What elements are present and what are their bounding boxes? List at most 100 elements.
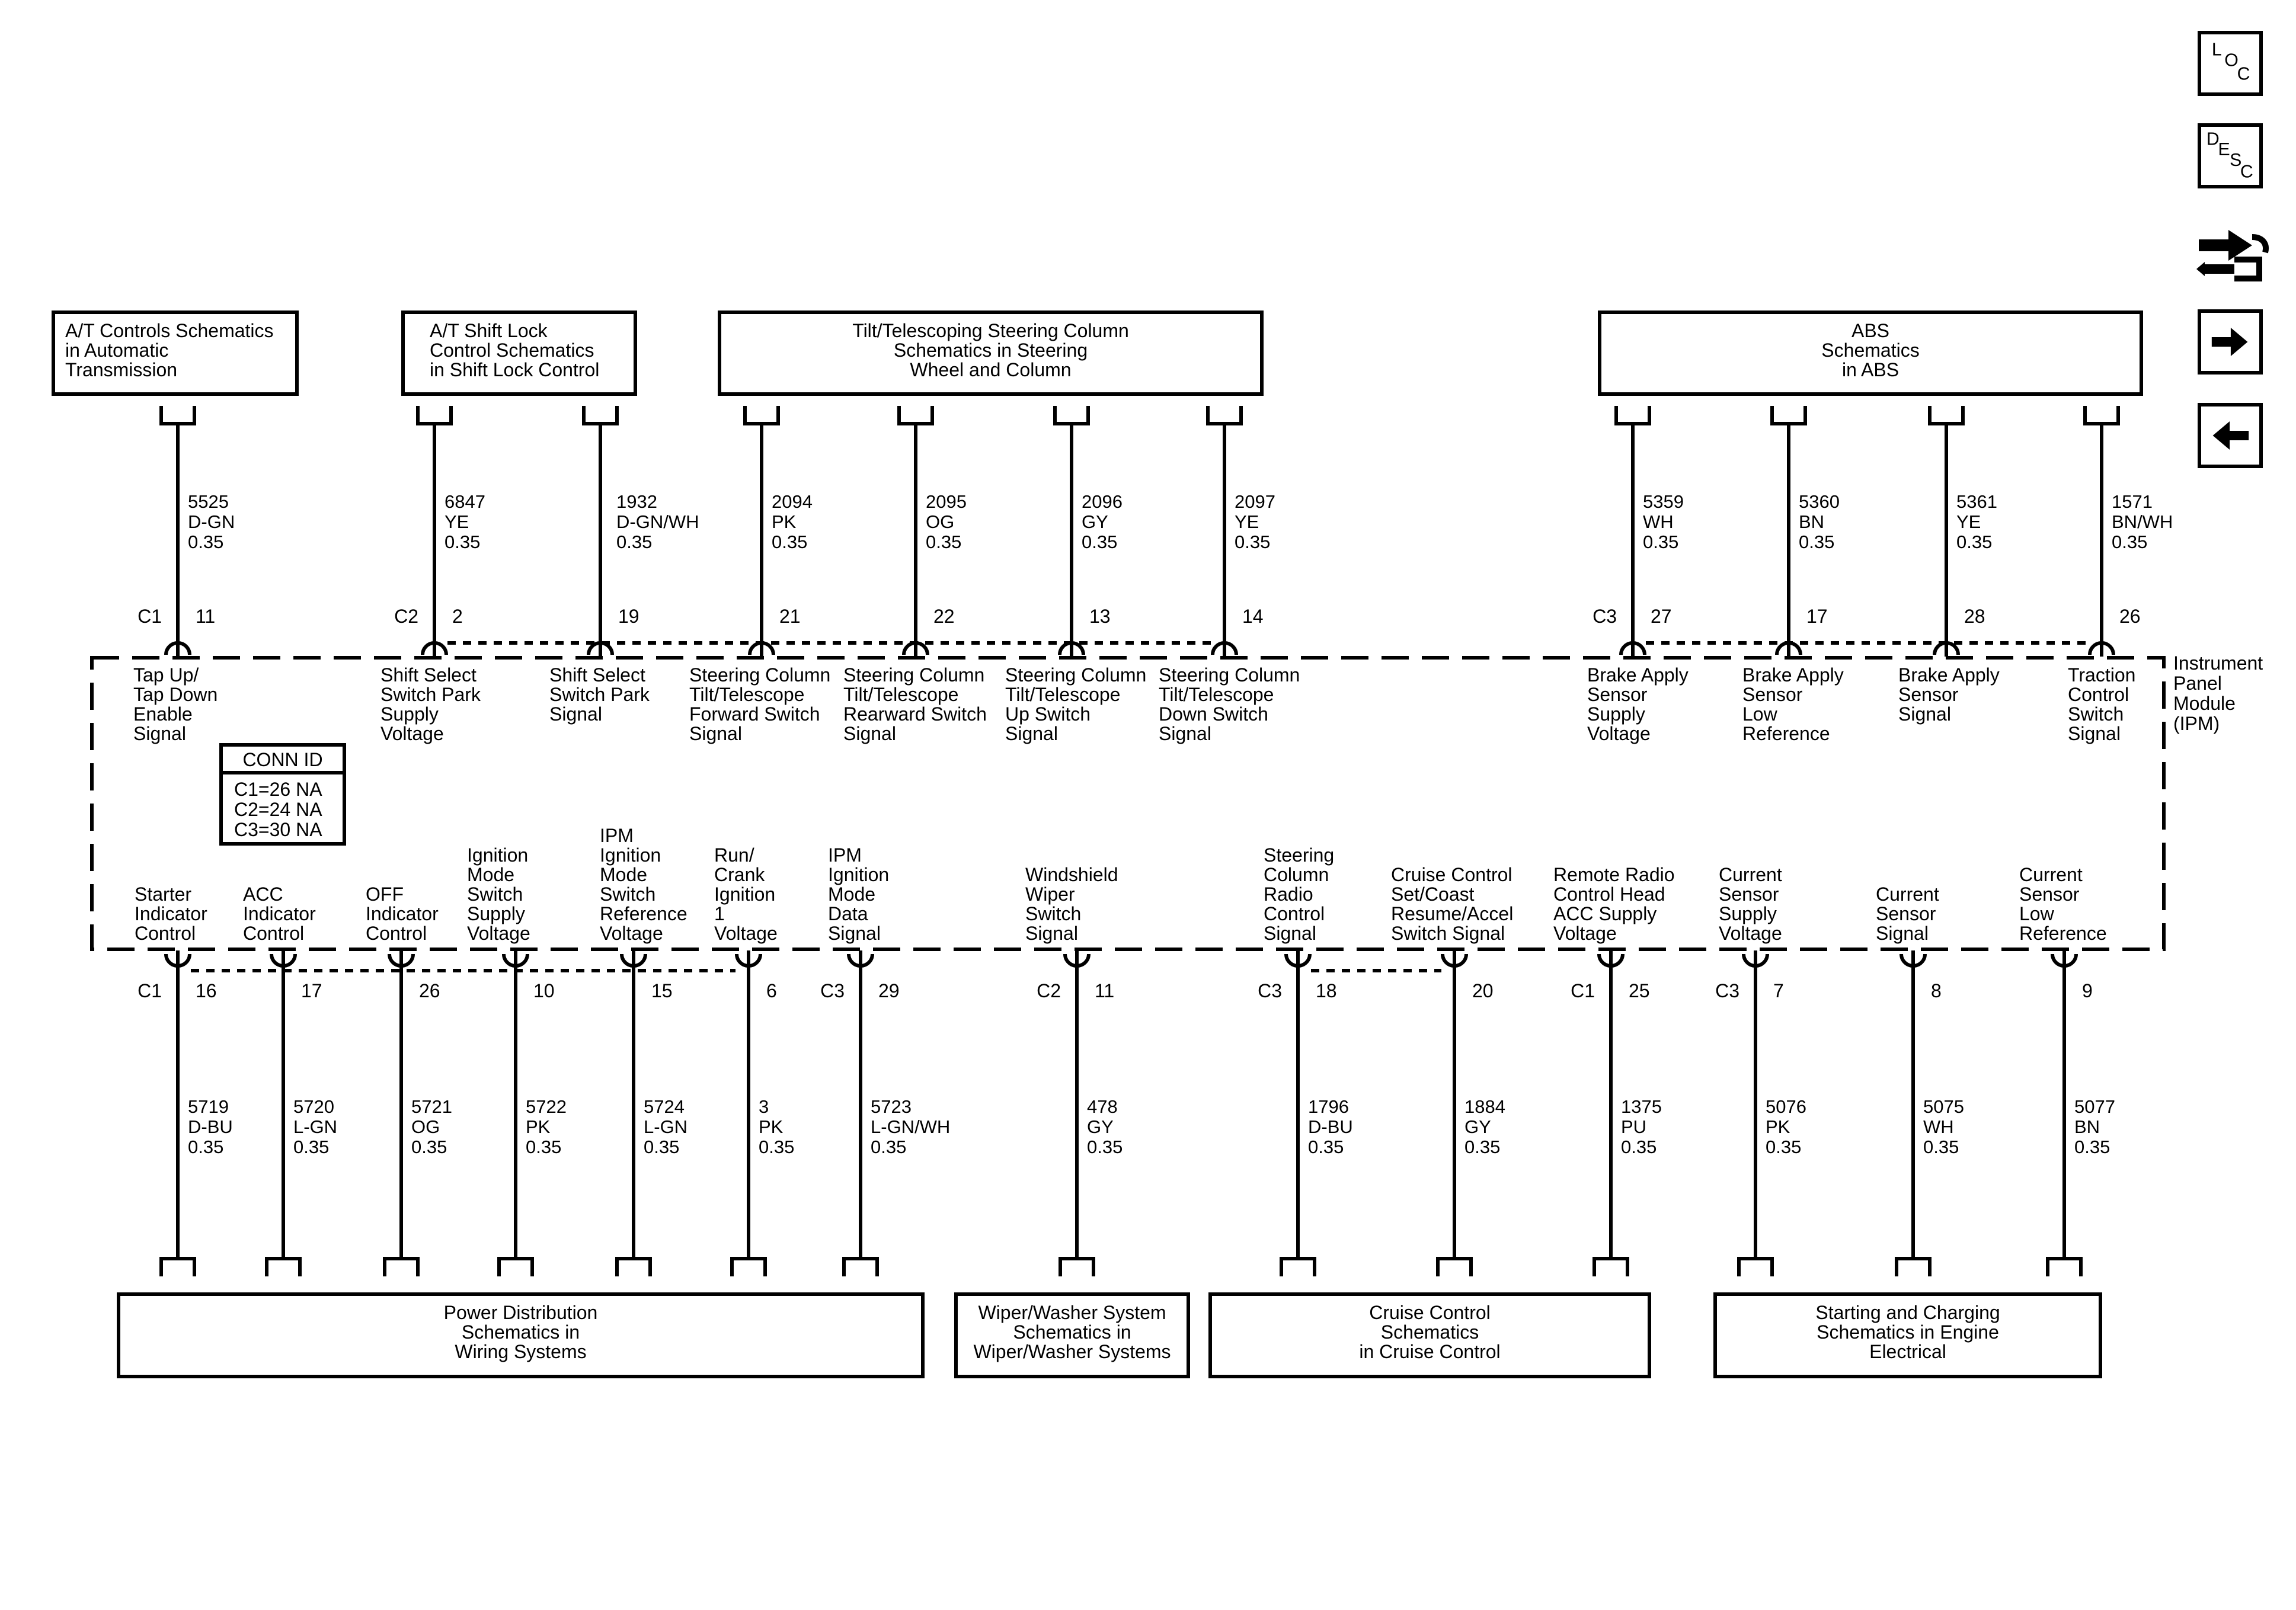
signal-label-line: Data — [828, 903, 868, 924]
pin-number: 20 — [1472, 980, 1494, 1001]
signal-label-line: Ignition — [828, 864, 889, 885]
signal-label-line: Voltage — [1553, 923, 1617, 944]
wire-color: BN — [1799, 511, 1824, 532]
wire-gauge: 0.35 — [616, 532, 652, 552]
wire-color: YE — [1235, 511, 1259, 532]
box-text-line: in ABS — [1842, 359, 1899, 380]
pin-number: 8 — [1931, 980, 1942, 1001]
pin-number: 22 — [933, 606, 955, 627]
wire-color: BN/WH — [2112, 511, 2173, 532]
wire-circuit-number: 5077 — [2074, 1096, 2115, 1117]
wire-color: OG — [411, 1116, 440, 1137]
signal-label-line: Indicator — [135, 903, 207, 924]
loc-letter-2: O — [2224, 50, 2239, 70]
connector-id: C2 — [394, 606, 418, 627]
box-text-line: Wiper/Washer System — [978, 1302, 1166, 1323]
bottom-wire-5722: 5722PK0.3510IgnitionModeSwitchSupplyVolt… — [467, 844, 567, 1276]
box-text-line: Schematics in — [462, 1321, 580, 1343]
signal-label-line: Sensor — [1898, 684, 1959, 705]
connector-id: C3 — [1593, 606, 1617, 627]
pin-number: 11 — [196, 606, 215, 627]
wire-color: PK — [1766, 1116, 1790, 1137]
connector-id: C3 — [1715, 980, 1739, 1001]
box-text-line: Schematics — [1381, 1321, 1479, 1343]
signal-label-line: Signal — [828, 923, 881, 944]
box-text-line: in Shift Lock Control — [430, 359, 599, 380]
wire-circuit-number: 5719 — [188, 1096, 229, 1117]
box-text-line: in Automatic — [65, 340, 168, 361]
conn-id-line: C1=26 NA — [234, 779, 322, 800]
desc-letter-3: S — [2230, 151, 2241, 170]
signal-label-line: Shift Select — [549, 664, 645, 686]
conn-id-line: C2=24 NA — [234, 799, 322, 820]
signal-label-line: Forward Switch — [689, 703, 820, 725]
signal-label-line: Tilt/Telescope — [1005, 684, 1120, 705]
wire-gauge: 0.35 — [1923, 1137, 1959, 1157]
pin-number: 17 — [301, 980, 322, 1001]
wire-circuit-number: 5723 — [871, 1096, 912, 1117]
signal-label-line: Resume/Accel — [1391, 903, 1513, 924]
wire-circuit-number: 2096 — [1082, 491, 1123, 512]
signal-label-line: Brake Apply — [1742, 664, 1844, 686]
wire-color: WH — [1923, 1116, 1954, 1137]
wire-gauge: 0.35 — [1308, 1137, 1344, 1157]
signal-label-line: Sensor — [1719, 884, 1779, 905]
desc-letter-4: C — [2240, 162, 2253, 182]
connector-swap-icon[interactable] — [2193, 215, 2270, 292]
signal-label-line: Supply — [1719, 903, 1777, 924]
wire-color: L-GN — [644, 1116, 687, 1137]
signal-label-line: Tilt/Telescope — [1159, 684, 1274, 705]
signal-label-line: Voltage — [1719, 923, 1782, 944]
wire-gauge: 0.35 — [1464, 1137, 1500, 1157]
signal-label-line: Voltage — [1587, 723, 1651, 744]
signal-label-line: Run/ — [714, 844, 754, 866]
signal-label-line: Voltage — [380, 723, 444, 744]
signal-label-line: Signal — [1264, 923, 1316, 944]
wire-gauge: 0.35 — [445, 532, 480, 552]
connector-id: C2 — [1037, 980, 1061, 1001]
box-text-line: Schematics in — [1013, 1321, 1131, 1343]
wire-gauge: 0.35 — [772, 532, 807, 552]
signal-label-line: Control — [135, 923, 196, 944]
wire-color: GY — [1082, 511, 1108, 532]
wire-gauge: 0.35 — [926, 532, 961, 552]
ipm-module-name: Panel — [2173, 673, 2222, 694]
signal-label-line: Ignition — [714, 884, 775, 905]
pin-number: 21 — [779, 606, 801, 627]
signal-label-line: Brake Apply — [1587, 664, 1689, 686]
signal-label-line: Switch Park — [380, 684, 481, 705]
signal-label-line: Sensor — [2019, 884, 2080, 905]
signal-label-line: Enable — [133, 703, 193, 725]
loc-button[interactable]: L O C — [2198, 31, 2263, 96]
signal-label-line: Voltage — [467, 923, 530, 944]
desc-button[interactable]: D E S C — [2198, 123, 2263, 188]
wire-gauge: 0.35 — [759, 1137, 794, 1157]
signal-label-line: Rearward Switch — [843, 703, 987, 725]
wire-gauge: 0.35 — [1082, 532, 1117, 552]
loc-letter-1: L — [2212, 40, 2222, 60]
wire-circuit-number: 5724 — [644, 1096, 685, 1117]
box-text-line: Schematics in Steering — [894, 340, 1088, 361]
signal-label-line: Current — [1719, 864, 1782, 885]
next-page-button[interactable] — [2198, 309, 2263, 375]
pin-number: 16 — [196, 980, 217, 1001]
wire-circuit-number: 5722 — [526, 1096, 567, 1117]
prev-page-button[interactable] — [2198, 403, 2263, 468]
wire-gauge: 0.35 — [2112, 532, 2147, 552]
connector-id: C1 — [137, 980, 162, 1001]
signal-label-line: Column — [1264, 864, 1329, 885]
